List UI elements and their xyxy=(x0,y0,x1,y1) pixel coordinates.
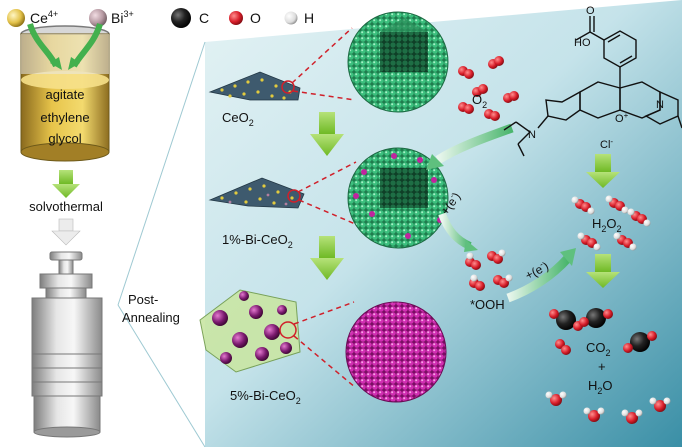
o2-molecules xyxy=(458,56,519,121)
h-legend-label: H xyxy=(304,10,314,26)
step-annealing-label-line1: Post- xyxy=(128,292,158,307)
c-legend-icon xyxy=(171,8,191,28)
dye-structure xyxy=(503,16,682,157)
beaker-label-mid: ethylene xyxy=(40,110,89,125)
ooh-to-h2o2-arrow-icon xyxy=(506,254,572,303)
bi1-nanosheet xyxy=(208,177,305,209)
bi1-label: 1%-Bi-CeO2 xyxy=(222,232,293,250)
down-arrow-3-icon xyxy=(310,112,344,156)
ooh-molecules xyxy=(465,249,513,291)
down-arrow-2-icon xyxy=(51,218,81,246)
co2-label: CO2 xyxy=(586,340,611,358)
o-legend-label: O xyxy=(250,10,261,26)
legend: Ce4+ Bi3+ C O H xyxy=(7,8,314,28)
down-arrow-4-icon xyxy=(310,236,344,280)
beaker: agitate ethylene glycol xyxy=(20,23,110,162)
dye-n-right-label: N xyxy=(656,99,664,111)
ceo2-nanosheet xyxy=(208,71,301,101)
bi-legend-label: Bi3+ xyxy=(111,9,134,26)
step-solvothermal-label: solvothermal xyxy=(29,199,103,214)
ce-legend-icon xyxy=(7,9,25,27)
h2o-molecules xyxy=(545,391,671,424)
down-arrow-1-icon xyxy=(52,170,80,198)
dye-n-left-label: N xyxy=(528,129,536,141)
o2-label: O2 xyxy=(472,92,487,110)
o-legend-icon xyxy=(229,11,243,25)
co2-molecules xyxy=(549,308,657,355)
down-arrow-6-icon xyxy=(586,254,620,288)
bi-legend-icon xyxy=(89,9,107,27)
ceo2-cube xyxy=(347,11,449,113)
c-legend-label: C xyxy=(199,10,209,26)
beaker-label-bottom: glycol xyxy=(48,131,81,146)
bi5-label: 5%-Bi-CeO2 xyxy=(230,388,301,406)
dye-cl-label: Cl- xyxy=(600,137,613,151)
o2-to-catalyst-arrow-icon xyxy=(435,123,514,164)
dye-o-top-label: O xyxy=(586,5,595,17)
h2o2-molecules xyxy=(571,195,651,251)
h2o2-label: H2O2 xyxy=(592,216,622,234)
dye-o-ring-label: O+ xyxy=(615,111,629,125)
step-annealing-label-line2: Annealing xyxy=(122,310,180,325)
ce-legend-label: Ce4+ xyxy=(30,9,58,26)
zoom-circle-1 xyxy=(281,80,295,94)
panel-wedge xyxy=(118,42,205,447)
bi1-cube xyxy=(347,147,449,249)
plus-label: + xyxy=(598,359,606,374)
bi5-sphere xyxy=(345,301,447,403)
h-legend-icon xyxy=(284,11,298,25)
ceo2-label: CeO2 xyxy=(222,110,254,128)
bi5-nanosheet xyxy=(199,289,301,373)
ooh-label: *OOH xyxy=(470,297,505,312)
zoom-circle-3 xyxy=(279,321,297,339)
beaker-label-top: agitate xyxy=(45,87,84,102)
autoclave-icon xyxy=(31,251,103,438)
dye-ho-label: HO xyxy=(574,37,591,49)
down-arrow-5-icon xyxy=(586,154,620,188)
h2o-label: H2O xyxy=(588,378,613,396)
zoom-circle-2 xyxy=(287,189,301,203)
